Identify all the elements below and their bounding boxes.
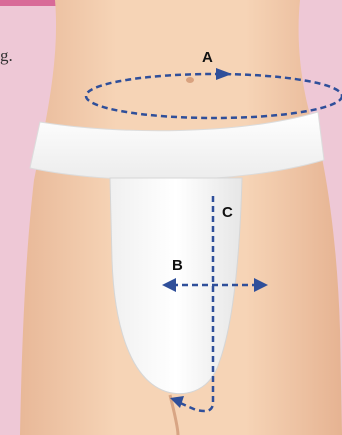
navel bbox=[186, 77, 194, 83]
label-c: C bbox=[222, 204, 233, 221]
label-b: B bbox=[172, 257, 183, 274]
label-a: A bbox=[202, 49, 213, 66]
